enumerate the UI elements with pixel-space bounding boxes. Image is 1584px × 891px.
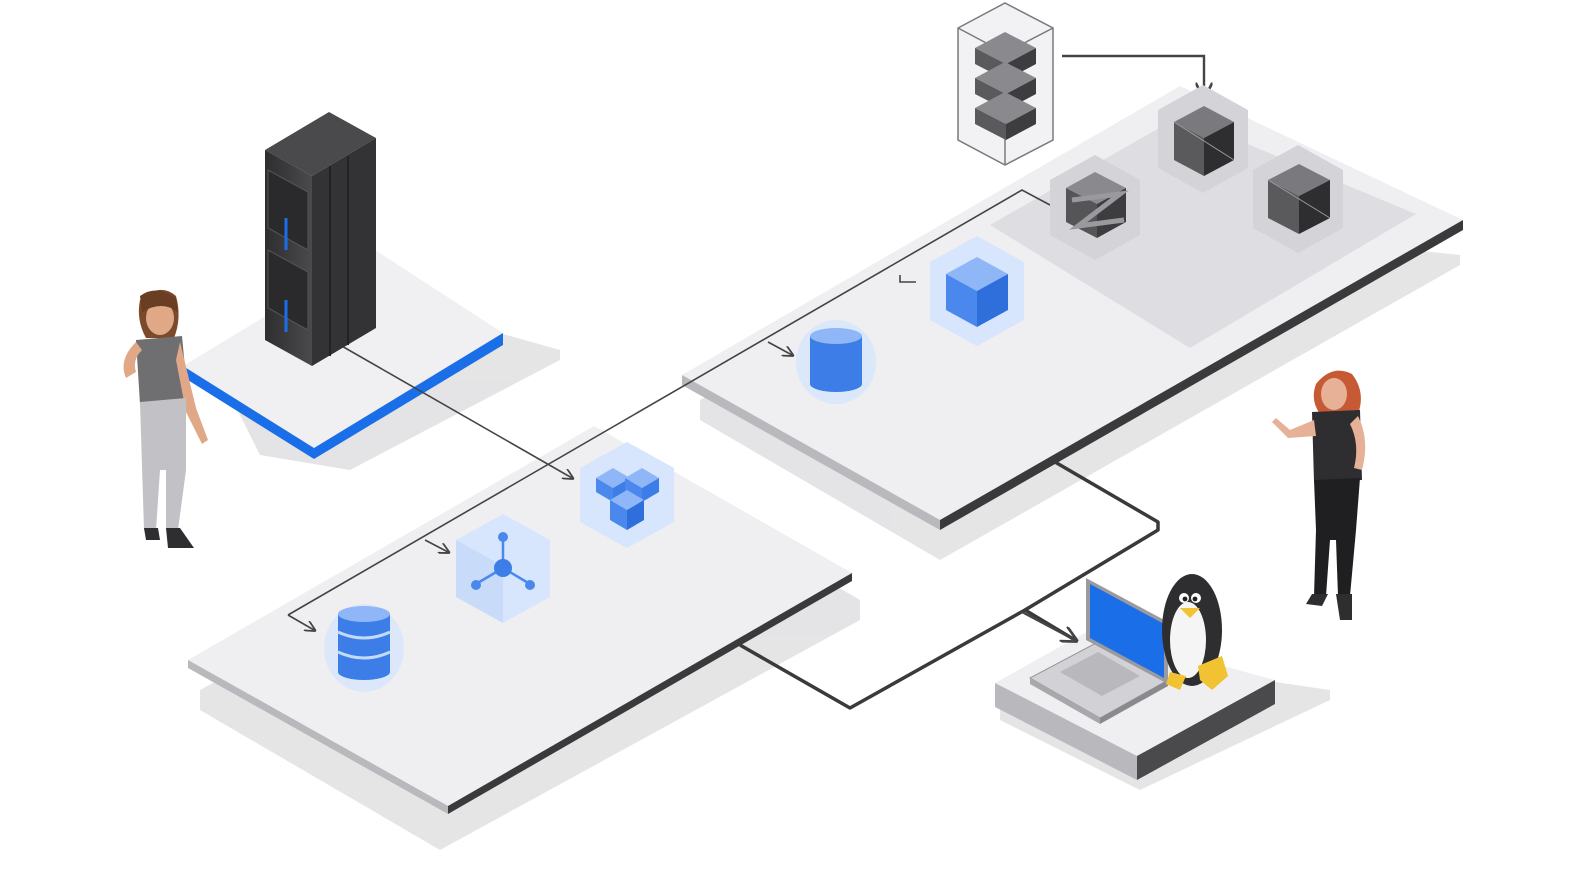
upper-to-laptop-connector [1024, 460, 1160, 612]
dark-cube-icon [1158, 85, 1248, 193]
person-right [1272, 370, 1366, 620]
database-stack-icon [324, 604, 404, 692]
upper-right-edge [940, 220, 1463, 530]
workstation-right-edge [1137, 680, 1275, 780]
lower-left-edge [188, 660, 448, 814]
upper-left-edge [682, 375, 940, 530]
lower-cloud-platform [188, 426, 852, 814]
dark-cube-icon-2 [1253, 145, 1343, 253]
branch-to-cylinder [767, 341, 792, 355]
laptop-icon [1028, 578, 1170, 724]
onprem-left-edge [183, 366, 314, 459]
branch-to-hub [424, 539, 448, 552]
connector-to-laptop-arrow [1021, 610, 1075, 640]
workstation-left-edge [995, 683, 1137, 780]
onprem-platform [183, 250, 503, 459]
blocks-icon [580, 442, 674, 548]
spine-line [287, 189, 1051, 616]
branch-to-db [287, 614, 314, 630]
person-left [123, 289, 208, 548]
linux-penguin-icon [1162, 574, 1228, 690]
branch-to-cube [899, 275, 916, 283]
lower-to-laptop-connector [739, 608, 1076, 710]
connectors-over [287, 54, 1204, 640]
onprem-top [183, 250, 503, 448]
container-to-cube-arrow [1062, 54, 1204, 96]
z-cube-icon [1050, 155, 1140, 260]
cube-icon [930, 236, 1024, 346]
lower-top [188, 426, 852, 806]
rack-to-blocks-arrow [339, 344, 572, 478]
connectors-under [739, 460, 1160, 710]
container-stack-icon [957, 2, 1054, 166]
cylinder-icon [796, 320, 876, 404]
lower-right-edge [448, 573, 852, 814]
server-rack-icon [265, 112, 376, 366]
onprem-right-edge [314, 333, 503, 459]
network-hub-icon [456, 514, 550, 623]
